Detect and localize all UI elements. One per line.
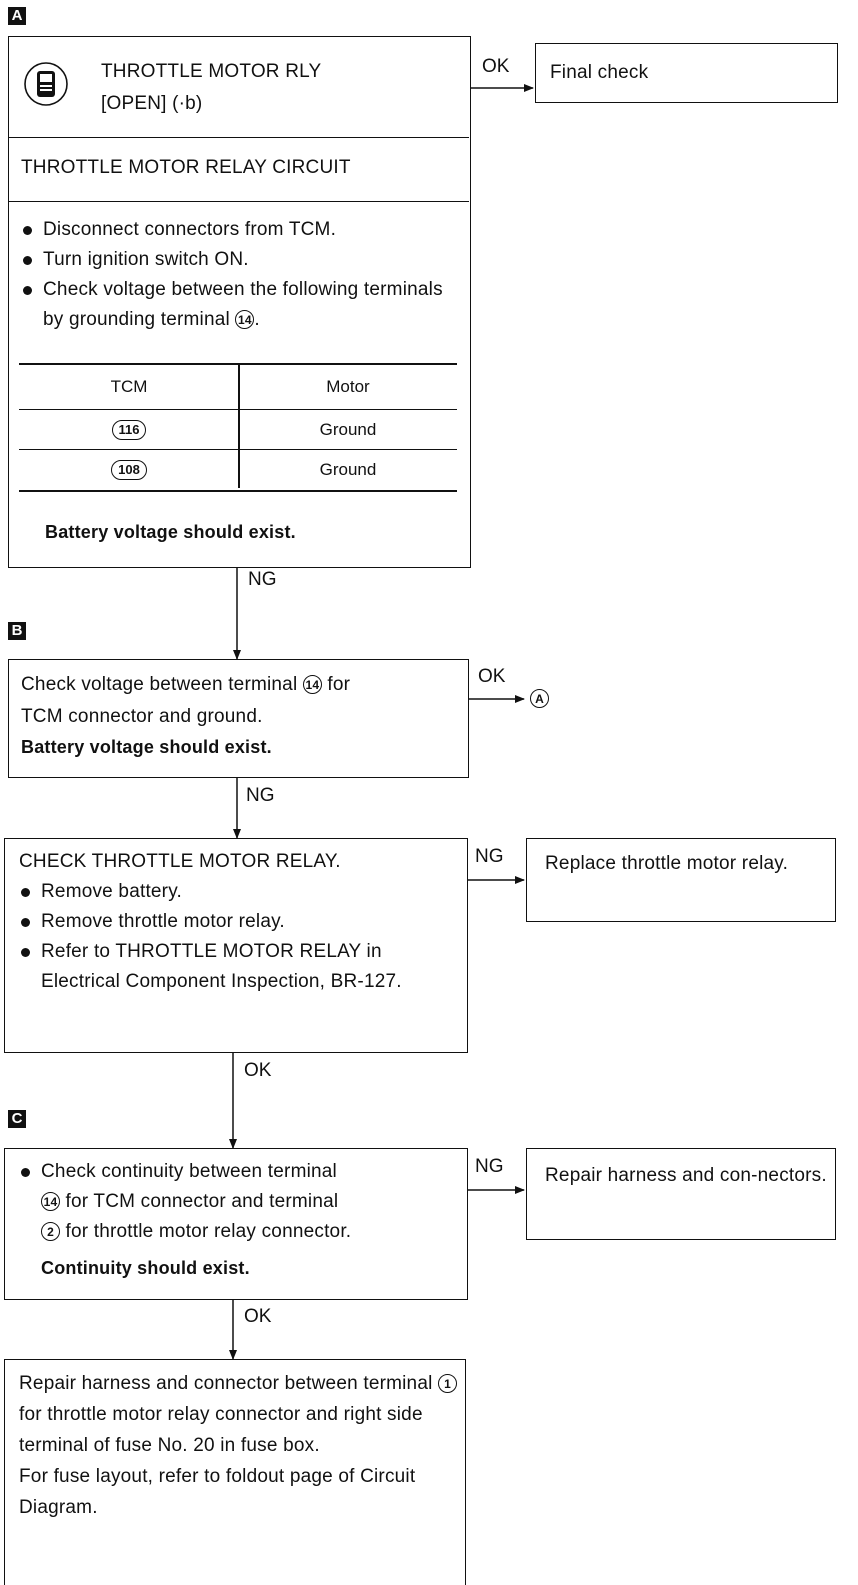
table-cell-ground: Ground: [319, 420, 377, 439]
terminal-108-badge: 108: [111, 460, 147, 480]
box-relay-title: CHECK THROTTLE MOTOR RELAY.: [19, 851, 341, 872]
table-cell-ground: Ground: [319, 460, 377, 479]
repair-harness-text: Repair harness and con-nectors.: [545, 1165, 827, 1186]
box-a-bullet-2: Turn ignition switch ON.: [17, 245, 463, 275]
terminal-14-badge: 14: [235, 310, 255, 330]
ng-label: NG: [248, 569, 277, 590]
box-c-result: Continuity should exist.: [41, 1258, 250, 1278]
box-final-text: Repair harness and connector between ter…: [19, 1368, 463, 1523]
box-relay-bullet-3: Refer to THROTTLE MOTOR RELAY in Electri…: [15, 937, 461, 997]
ok-label: OK: [244, 1306, 272, 1327]
ok-label: OK: [244, 1060, 272, 1081]
repair-harness-box: Repair harness and con-nectors.: [526, 1148, 836, 1240]
terminal-1-badge: 1: [438, 1374, 457, 1394]
voltage-table: TCM Motor 116 Ground 108 Ground: [19, 363, 457, 492]
ok-label: OK: [482, 56, 510, 77]
ok-label: OK: [478, 666, 506, 687]
final-check-text: Final check: [550, 62, 649, 83]
box-check-relay: CHECK THROTTLE MOTOR RELAY. Remove batte…: [4, 838, 468, 1053]
step-marker-c: C: [8, 1110, 26, 1128]
box-a-header-line2: [OPEN] (·b): [101, 93, 203, 114]
box-a-bullet-1: Disconnect connectors from TCM.: [17, 215, 463, 245]
box-relay-bullet-2: Remove throttle motor relay.: [15, 907, 461, 937]
ng-label: NG: [475, 846, 504, 867]
final-check-box: Final check: [535, 43, 838, 103]
box-b-line1: Check voltage between terminal 14 for: [21, 674, 351, 695]
step-marker-a: A: [8, 7, 26, 25]
box-a-result: Battery voltage should exist.: [45, 522, 296, 542]
replace-relay-text: Replace throttle motor relay.: [545, 853, 789, 874]
table-header-motor: Motor: [326, 377, 370, 396]
consult-tester-icon: [24, 62, 68, 106]
box-b-line2: TCM connector and ground.: [21, 706, 263, 727]
box-a-header: THROTTLE MOTOR RLY [OPEN] (·b): [9, 37, 469, 138]
terminal-14-badge: 14: [302, 675, 322, 695]
box-a-header-line1: THROTTLE MOTOR RLY: [101, 61, 322, 82]
box-a-section: THROTTLE MOTOR RELAY CIRCUIT: [9, 137, 469, 202]
step-marker-b: B: [8, 622, 26, 640]
box-relay-bullet-1: Remove battery.: [15, 877, 461, 907]
table-divider: [238, 365, 240, 488]
box-a-section-title: THROTTLE MOTOR RELAY CIRCUIT: [21, 157, 351, 178]
table-row: 108 Ground: [19, 450, 457, 492]
terminal-116-badge: 116: [111, 420, 147, 440]
ng-label: NG: [246, 785, 275, 806]
box-a-instructions: Disconnect connectors from TCM. Turn ign…: [17, 215, 463, 335]
connector-a-reference: A: [530, 689, 549, 708]
box-a-bullet-3: Check voltage between the following term…: [17, 275, 463, 335]
replace-relay-box: Replace throttle motor relay.: [526, 838, 836, 922]
box-relay-instructions: Remove battery. Remove throttle motor re…: [15, 877, 461, 997]
ng-label: NG: [475, 1156, 504, 1177]
box-a-throttle-motor-rly: THROTTLE MOTOR RLY [OPEN] (·b) THROTTLE …: [8, 36, 471, 568]
box-final-repair: Repair harness and connector between ter…: [4, 1359, 466, 1585]
box-b-voltage-check: Check voltage between terminal 14 for TC…: [8, 659, 469, 778]
terminal-2-badge: 2: [41, 1222, 60, 1242]
terminal-14-badge: 14: [41, 1192, 60, 1212]
table-header-tcm: TCM: [110, 377, 148, 396]
box-b-result: Battery voltage should exist.: [21, 737, 272, 757]
